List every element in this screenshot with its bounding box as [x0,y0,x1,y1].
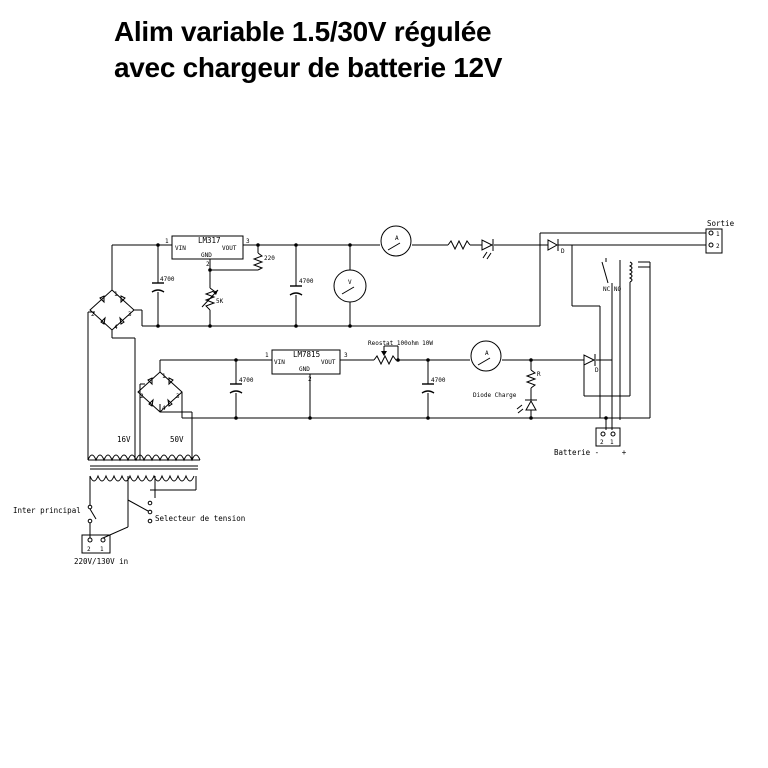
bridge-rectifier-2: 1 2 3 4 [137,371,183,413]
mains-label: 220V/130V in [74,557,128,566]
tap-50v-label: 50V [170,435,184,444]
tap-16v-label: 16V [117,435,131,444]
mains-pin1: 1 [100,546,104,553]
voltmeter-label: V [348,279,352,286]
lm317-pin3: 3 [246,238,250,245]
lm7815-vout: VOUT [321,359,336,366]
lm317-gnd: GND [201,252,212,259]
output-diode: D [547,239,565,255]
capacitor-4700-4: 4700 [421,377,446,394]
sortie-pin2: 2 [716,243,720,250]
led-resistor [447,239,471,251]
lm7815-regulator: LM7815 VIN VOUT GND 1 3 2 [265,349,348,383]
sortie-label: Sortie [707,219,735,228]
lm7815-pin1: 1 [265,352,269,359]
lm317-vout: VOUT [222,245,237,252]
bridge2-p1: 1 [162,373,166,380]
ammeter-1: A [380,225,412,257]
led-indicator [481,239,494,260]
mains-input-connector: 2 1 220V/130V in [74,534,128,566]
transformer: 16V 50V [87,435,201,505]
lower-circuit-wires [139,345,650,460]
cap1-label: 4700 [160,276,175,283]
lm317-vin: VIN [175,245,186,252]
output-diode-label: D [561,248,565,255]
ammeter2-label: A [485,350,489,357]
sortie-connector: 1 2 Sortie [705,219,735,254]
title-line-1: Alim variable 1.5/30V régulée [114,16,492,47]
lm7815-vin: VIN [274,359,285,366]
capacitor-4700-2: 4700 [289,278,314,296]
charge-diode-label: D [595,367,599,374]
ammeter1-label: A [395,235,399,242]
bridge2-p3: 3 [176,393,180,400]
bridge2-p2: 2 [140,393,144,400]
voltmeter: V [333,269,367,303]
bridge1-p2: 2 [91,311,95,318]
batterie-pin1: 1 [610,439,614,446]
lm317-regulator: LM317 VIN VOUT GND 1 3 2 [165,235,250,268]
diode-charge-label: Diode Charge [473,392,517,399]
lm7815-gnd: GND [299,366,310,373]
resistor-220-label: 220 [264,255,275,262]
voltage-selector: Selecteur de tension [102,499,245,539]
lm317-pin1: 1 [165,238,169,245]
cap3-label: 4700 [239,377,254,384]
cap4-label: 4700 [431,377,446,384]
pot-5k-label: 5K [216,298,224,305]
mains-pin2: 2 [87,546,91,553]
relay-contacts-label: NC NO [603,286,621,293]
diagram-title: Alim variable 1.5/30V régulée avec charg… [114,14,502,86]
charge-diode: D [583,354,599,374]
capacitor-4700-1: 4700 [151,276,175,293]
batterie-label: Batterie - + [554,448,627,457]
lm7815-name: LM7815 [293,350,320,359]
potentiometer-5k: 5K [201,287,224,311]
bridge1-p1: 1 [114,291,118,298]
batterie-connector: 2 1 Batterie - + [554,427,627,457]
diode-charge-led: Diode Charge [473,392,537,414]
upper-circuit-wires [87,232,706,460]
lm7815-pin3: 3 [344,352,348,359]
inter-label: Inter principal [13,506,81,515]
relay: NC NO [599,258,651,420]
ammeter-2: A [470,340,502,372]
sortie-pin1: 1 [716,231,720,238]
title-line-2: avec chargeur de batterie 12V [114,52,503,83]
rheostat-label: Reostat 100ohm 10W [368,340,433,347]
bridge1-p3: 3 [128,311,132,318]
resistor-r: R [525,369,541,389]
rheostat: Reostat 100ohm 10W [368,340,433,366]
bridge1-p4: 4 [114,324,118,331]
batterie-pin2: 2 [600,439,604,446]
resistor-220: 220 [252,252,275,271]
capacitor-4700-3: 4700 [229,377,254,394]
main-switch: Inter principal [13,504,97,538]
selecteur-label: Selecteur de tension [155,514,245,523]
cap2-label: 4700 [299,278,314,285]
lm317-name: LM317 [198,236,221,245]
bridge-rectifier-1: 1 2 3 4 [89,289,142,331]
bridge2-p4: 4 [162,405,166,412]
lm7815-pin2: 2 [308,376,312,383]
lm317-pin2: 2 [206,261,210,268]
resistor-r-label: R [537,371,541,378]
